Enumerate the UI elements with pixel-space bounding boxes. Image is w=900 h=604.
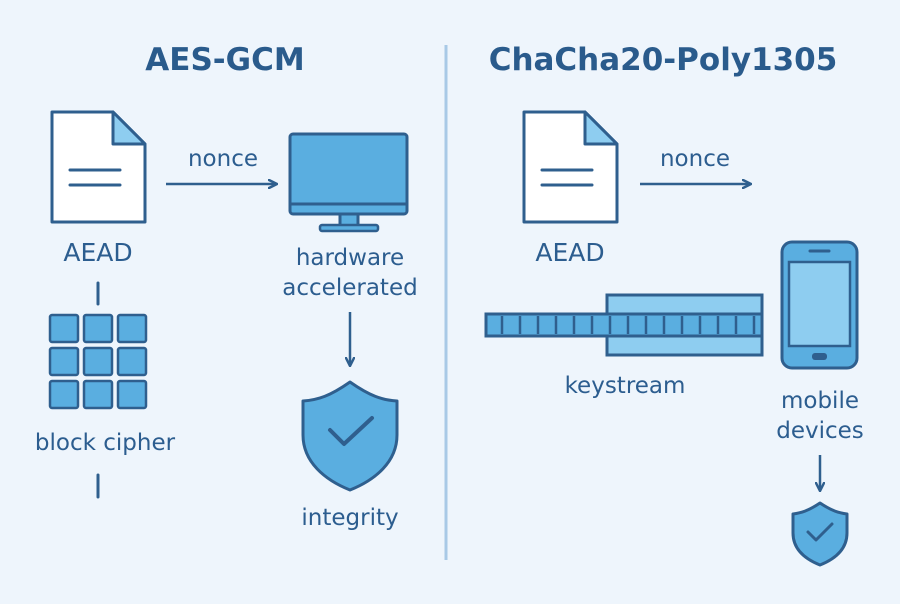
document-icon [50,110,147,224]
right-title: ChaCha20-Poly1305 [488,42,838,78]
aead-label: AEAD [63,238,133,267]
block-cell [82,346,114,377]
keystream-label: keystream [564,373,686,399]
document-icon [522,110,619,224]
integrity-label: integrity [301,505,399,531]
block-cell [48,313,80,344]
block-cell [82,313,114,344]
block-cell [82,379,114,410]
shield-check-icon [301,380,399,492]
hardware-accelerated-label: hardware accelerated [282,245,418,301]
block-cell [116,313,148,344]
aead-label: AEAD [535,238,605,267]
keystream-bar-icon [484,293,764,357]
nonce-label: nonce [187,146,259,172]
block-cell [116,346,148,377]
left-title: AES-GCM [145,42,305,78]
block-cell [48,346,80,377]
monitor-icon [288,132,409,233]
block-grid-icon [48,313,148,410]
smartphone-icon [780,240,859,370]
block-cell [48,379,80,410]
block-cell [116,379,148,410]
nonce-label: nonce [659,146,731,172]
shield-check-icon [791,501,849,567]
mobile-devices-label: mobile devices [776,388,864,444]
block-cipher-label: block cipher [34,430,176,456]
